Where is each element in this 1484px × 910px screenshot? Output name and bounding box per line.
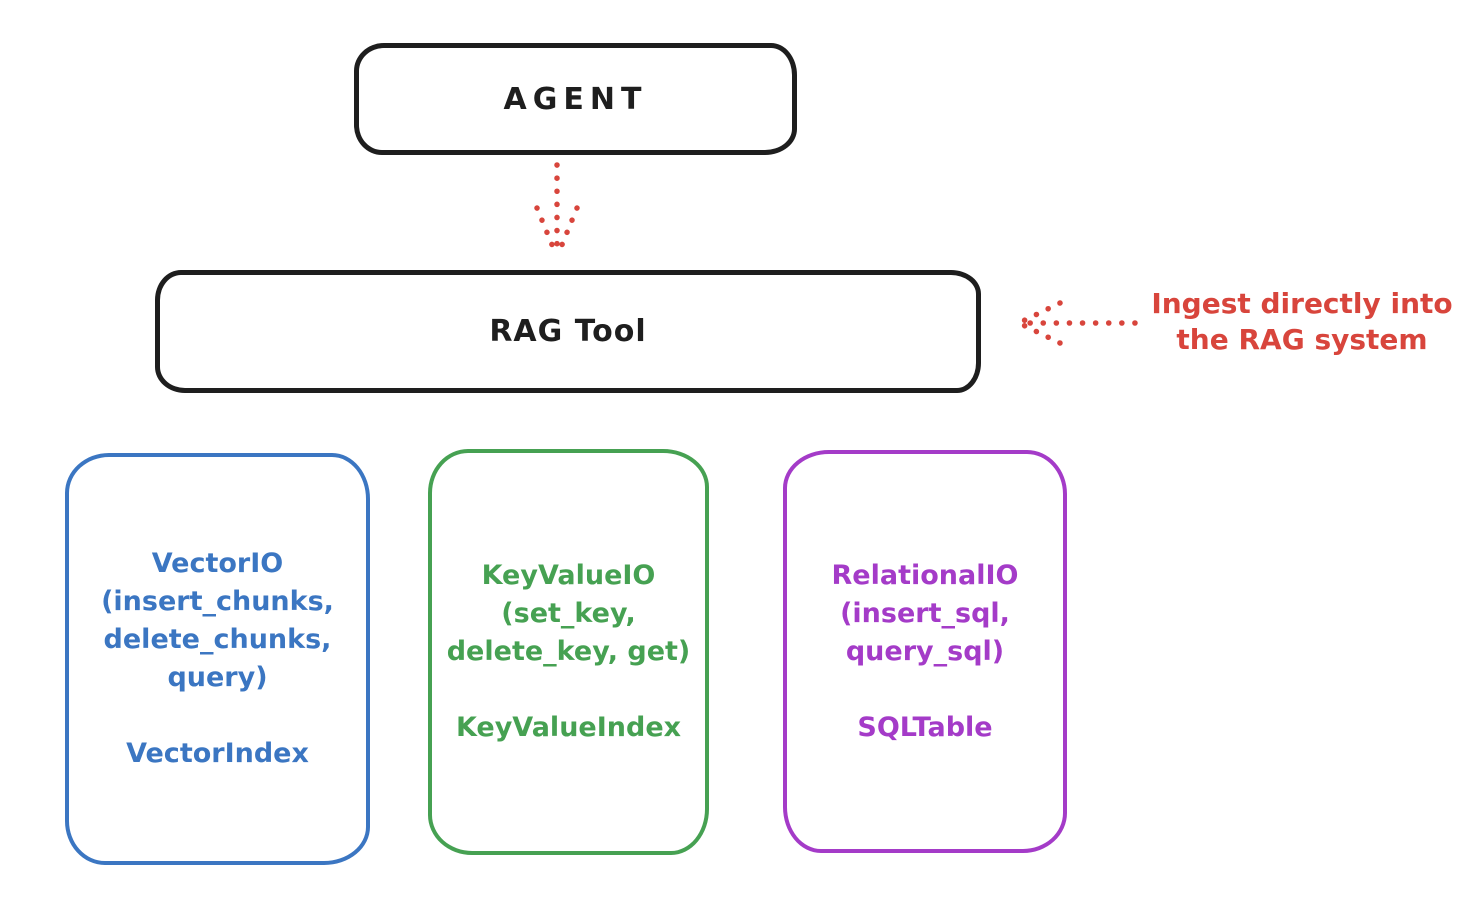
keyvalue-io-methods-line2: delete_key, get) [446, 636, 691, 667]
vector-io-methods-line3: query) [167, 662, 268, 693]
ingest-annotation-line2: the RAG system [1176, 323, 1428, 356]
keyvalue-io-node: KeyValueIO (set_key, delete_key, get) Ke… [428, 449, 709, 855]
agent-to-ragtool-arrow-icon [534, 162, 580, 255]
sql-table-label: SQLTable [857, 711, 993, 743]
vector-io-methods-line1: (insert_chunks, [101, 586, 334, 617]
agent-node: AGENT [354, 43, 797, 155]
agent-label: AGENT [503, 81, 648, 117]
arrow-head-top [1020, 300, 1063, 324]
rag-tool-label: RAG Tool [489, 314, 647, 349]
keyvalue-io-methods-line1: (set_key, [501, 598, 636, 629]
vector-io-node: VectorIO (insert_chunks, delete_chunks, … [65, 453, 370, 865]
ingest-annotation-line1: Ingest directly into [1151, 287, 1453, 320]
relational-io-methods-line1: (insert_sql, [840, 597, 1010, 629]
arrow-head-right [556, 205, 580, 255]
vector-io-title: VectorIO [151, 548, 284, 579]
keyvalue-index-label: KeyValueIndex [455, 712, 682, 743]
ingest-arrow-icon [1020, 300, 1138, 346]
relational-io-node: RelationalIO (insert_sql, query_sql) SQL… [783, 450, 1067, 853]
vector-io-methods-line2: delete_chunks, [103, 624, 332, 655]
arrow-head-bottom [1020, 322, 1063, 346]
relational-io-title: RelationalIO [831, 559, 1019, 591]
vector-index-label: VectorIndex [126, 738, 309, 769]
arrow-head-left [534, 205, 558, 255]
rag-tool-node: RAG Tool [155, 270, 981, 393]
relational-io-methods-line2: query_sql) [845, 635, 1005, 667]
ingest-annotation: Ingest directly into the RAG system [1128, 286, 1476, 358]
keyvalue-io-title: KeyValueIO [481, 560, 656, 591]
